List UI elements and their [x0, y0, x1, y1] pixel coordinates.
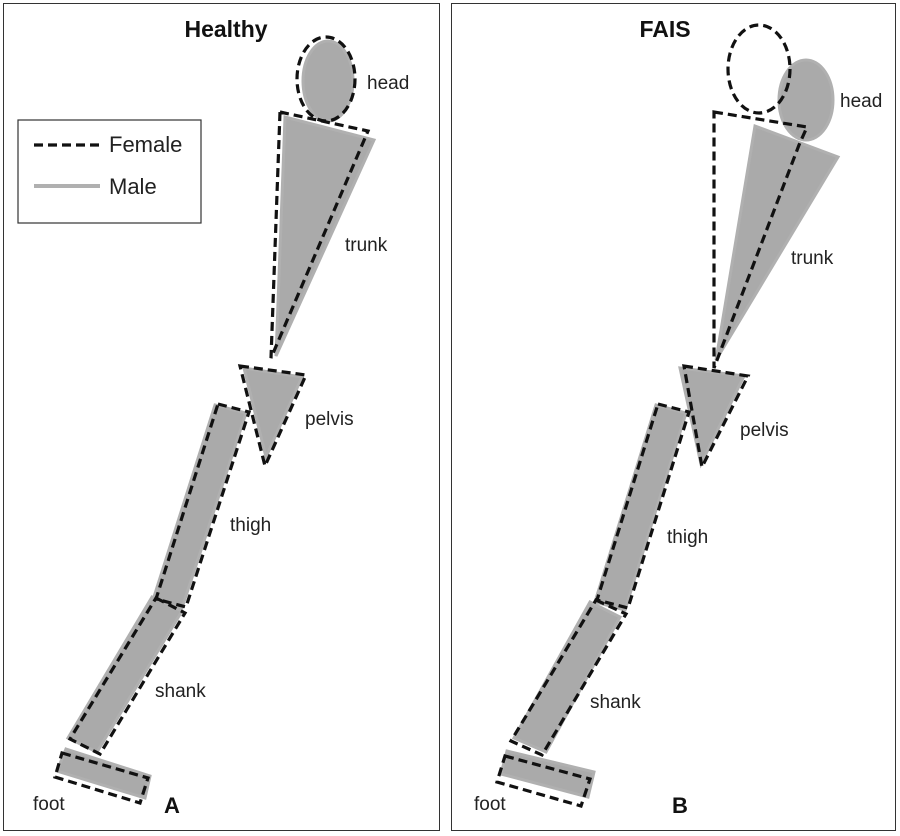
- male-shank-fais: [511, 600, 623, 754]
- male-trunk-fais: [714, 123, 841, 361]
- female-segments-healthy: [53, 35, 371, 805]
- male-segments-healthy: [54, 39, 377, 800]
- label-pelvis-healthy: pelvis: [305, 409, 354, 430]
- male-pelvis-fais: [678, 366, 747, 469]
- label-trunk-fais: trunk: [791, 248, 834, 269]
- female-pelvis-healthy: [237, 364, 309, 471]
- male-shank-healthy: [65, 595, 185, 754]
- label-foot-fais: foot: [474, 794, 506, 815]
- label-shank-healthy: shank: [155, 681, 206, 702]
- male-thigh-healthy: [151, 403, 248, 610]
- female-foot-fais: [494, 754, 593, 808]
- panel-fais: FAIS head trunk pelvis thigh shank foot …: [474, 16, 882, 818]
- label-thigh-healthy: thigh: [230, 515, 271, 536]
- female-pelvis-fais: [682, 364, 751, 472]
- label-head-fais: head: [840, 91, 882, 112]
- panel-title-healthy: Healthy: [184, 16, 267, 42]
- panel-letter-b: B: [672, 793, 688, 818]
- female-foot-healthy: [53, 751, 151, 805]
- panel-healthy: Healthy Female Male head: [17, 16, 409, 818]
- male-pelvis-healthy: [242, 366, 305, 462]
- legend-box: [17, 119, 202, 224]
- female-head-fais: [726, 23, 792, 115]
- male-head-fais: [777, 58, 835, 142]
- female-trunk-fais: [712, 110, 810, 369]
- label-shank-fais: shank: [590, 692, 641, 713]
- female-shank-healthy: [67, 595, 188, 757]
- panel-title-fais: FAIS: [639, 16, 690, 42]
- male-trunk-healthy: [274, 115, 377, 357]
- label-head-healthy: head: [367, 73, 409, 94]
- label-thigh-fais: thigh: [667, 527, 708, 548]
- female-segments-fais: [494, 23, 810, 808]
- panel-letter-a: A: [164, 793, 180, 818]
- label-trunk-healthy: trunk: [345, 235, 388, 256]
- legend: Female Male: [17, 119, 202, 224]
- label-pelvis-fais: pelvis: [740, 420, 789, 441]
- legend-female-label: Female: [109, 132, 182, 157]
- label-foot-healthy: foot: [33, 794, 65, 815]
- female-shank-fais: [508, 597, 629, 758]
- male-foot-fais: [499, 749, 596, 799]
- male-thigh-fais: [593, 403, 688, 612]
- female-thigh-fais: [594, 402, 692, 610]
- legend-male-label: Male: [109, 174, 157, 199]
- female-thigh-healthy: [153, 402, 252, 609]
- female-trunk-healthy: [269, 110, 371, 359]
